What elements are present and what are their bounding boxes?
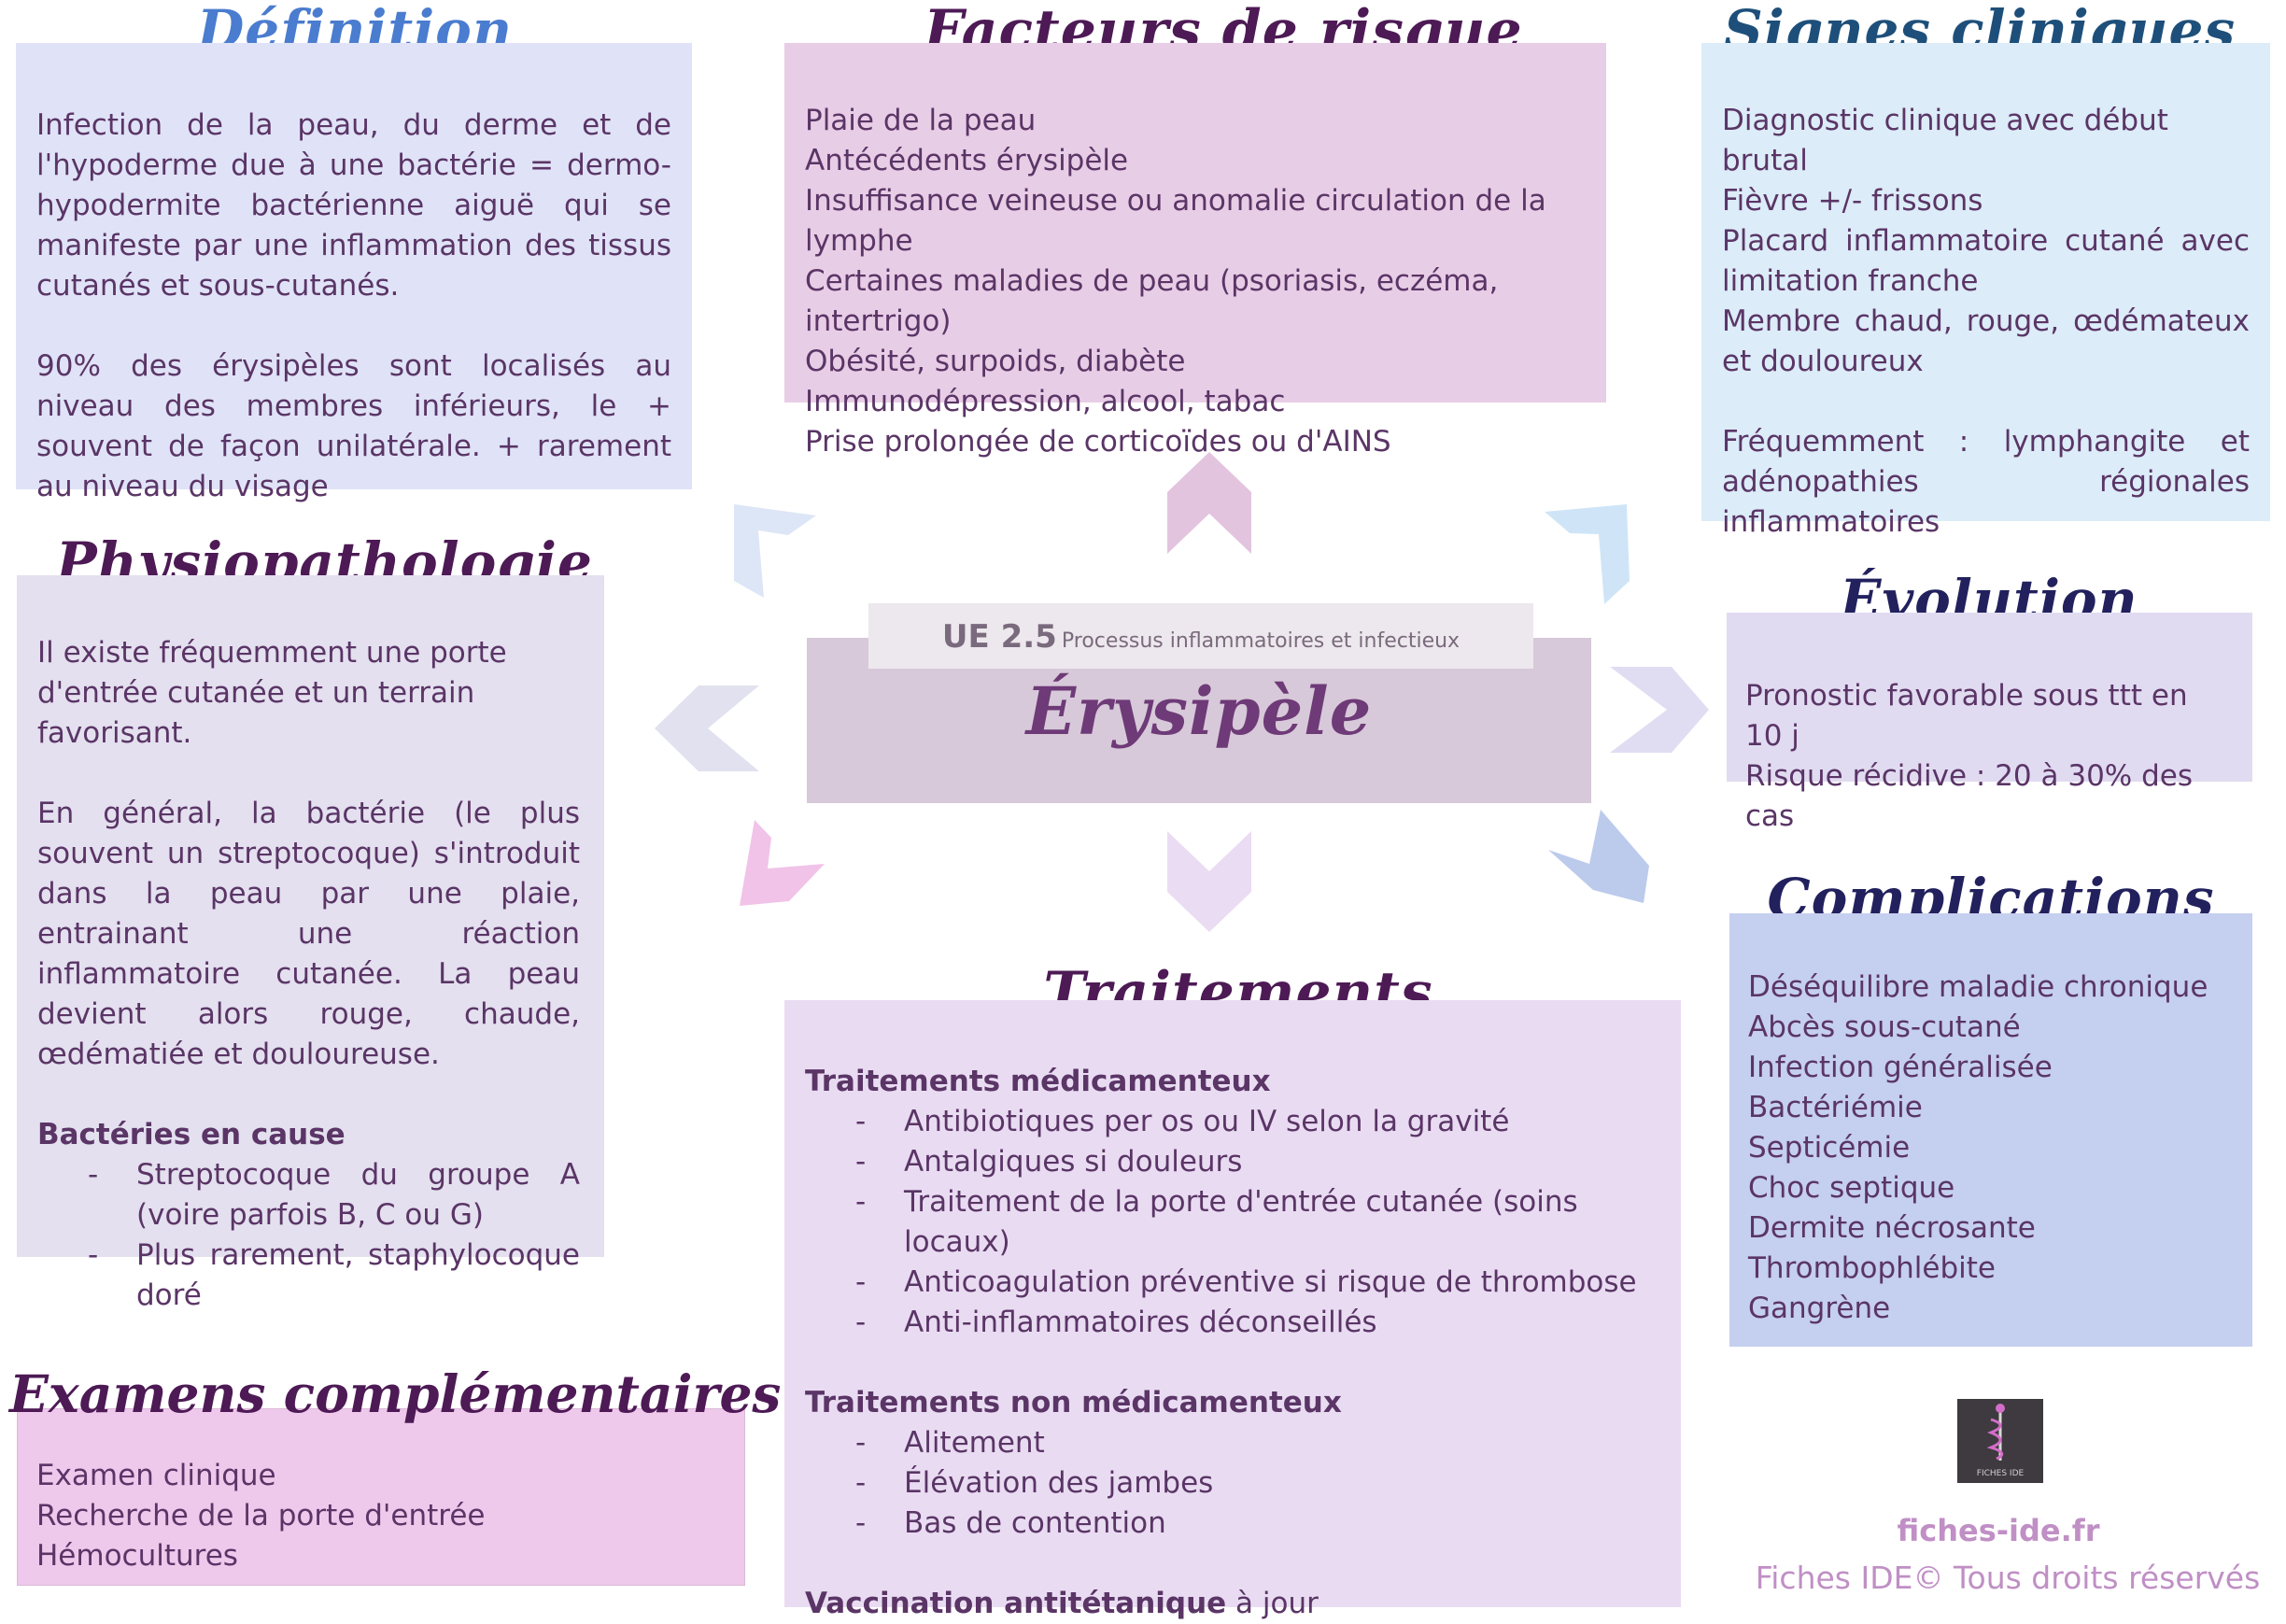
facteur-item: Certaines maladies de peau (psoriasis, e… <box>805 264 1499 338</box>
facteur-item: Prise prolongée de corticoïdes ou d'AINS <box>805 425 1391 459</box>
physio-paragraph-2: En général, la bactérie (le plus souvent… <box>37 797 580 1071</box>
list-item: Élévation des jambes <box>805 1463 1660 1504</box>
traitements-med-heading: Traitements médicamenteux <box>805 1065 1271 1098</box>
list-item: Plus rarement, staphylocoque doré <box>37 1236 580 1316</box>
facteurs-box: Plaie de la peau Antécédents érysipèle I… <box>784 43 1606 459</box>
evolution-item: Risque récidive : 20 à 30% des cas <box>1745 759 2194 833</box>
list-item: Anticoagulation préventive si risque de … <box>805 1263 1660 1303</box>
list-item: Antalgiques si douleurs <box>805 1142 1660 1182</box>
vaccination-line: Vaccination antitétanique à jour <box>805 1584 1660 1624</box>
list-item: Antibiotiques per os ou IV selon la grav… <box>805 1102 1660 1142</box>
complication-item: Gangrène <box>1748 1292 1891 1325</box>
traitements-med-list: Antibiotiques per os ou IV selon la grav… <box>805 1102 1660 1343</box>
vaccination-bold: Vaccination antitétanique <box>805 1587 1227 1620</box>
complication-item: Septicémie <box>1748 1131 1911 1165</box>
traitements-nonmed-list: Alitement Élévation des jambes Bas de co… <box>805 1423 1660 1544</box>
vaccination-rest: à jour <box>1226 1587 1319 1620</box>
examens-title: Examens complémentaires <box>9 1363 782 1424</box>
complication-item: Infection généralisée <box>1748 1051 2053 1084</box>
arrow-up-icon <box>1167 452 1251 554</box>
evolution-item: Pronostic favorable sous ttt en 10 j <box>1745 679 2188 753</box>
signe-line: Diagnostic clinique avec début brutal <box>1722 104 2168 177</box>
complication-item: Dermite nécrosante <box>1748 1211 2036 1245</box>
arrow-down-right-icon <box>1548 810 1649 903</box>
list-item: Streptocoque du groupe A (voire parfois … <box>37 1155 580 1236</box>
list-item: Bas de contention <box>805 1504 1660 1544</box>
list-item: Alitement <box>805 1423 1660 1463</box>
facteur-item: Insuffisance veineuse ou anomalie circul… <box>805 184 1546 258</box>
signe-line: Membre chaud, rouge, œdémateux et doulou… <box>1722 304 2250 378</box>
center-title: Érysipèle <box>1025 672 1373 750</box>
complication-item: Abcès sous-cutané <box>1748 1010 2021 1044</box>
arrow-right-icon <box>1610 667 1709 753</box>
arrow-down-left-icon <box>740 820 825 906</box>
caduceus-icon <box>1986 1404 2005 1461</box>
examen-item: Recherche de la porte d'entrée <box>36 1499 486 1532</box>
examen-item: Examen clinique <box>36 1459 276 1492</box>
facteur-item: Plaie de la peau <box>805 104 1037 137</box>
bacteries-list: Streptocoque du groupe A (voire parfois … <box>37 1155 580 1316</box>
facteur-item: Obésité, surpoids, diabète <box>805 345 1186 378</box>
complication-item: Déséquilibre maladie chronique <box>1748 970 2208 1004</box>
bacteries-heading: Bactéries en cause <box>37 1118 346 1151</box>
complication-item: Thrombophlébite <box>1748 1251 1996 1285</box>
list-item: Traitement de la porte d'entrée cutanée … <box>805 1182 1660 1263</box>
facteur-item: Antécédents érysipèle <box>805 144 1129 177</box>
arrow-left-icon <box>655 685 759 771</box>
list-item: Anti-inflammatoires déconseillés <box>805 1303 1660 1343</box>
signe-line: Fréquemment : lymphangite et adénopathie… <box>1722 425 2250 539</box>
ue-banner: UE 2.5 Processus inflammatoires et infec… <box>868 603 1533 669</box>
fiches-ide-logo: FICHES IDE <box>1957 1399 2043 1483</box>
footer-site: fiches-ide.fr <box>1897 1513 2100 1548</box>
footer-copyright: Fiches IDE© Tous droits réservés <box>1755 1560 2261 1596</box>
arrow-up-left-icon <box>734 504 816 598</box>
definition-paragraph-1: Infection de la peau, du derme et de l'h… <box>36 108 671 303</box>
arrow-down-icon <box>1167 831 1251 932</box>
ue-label: Processus inflammatoires et infectieux <box>1061 629 1460 653</box>
complications-box: Déséquilibre maladie chronique Abcès sou… <box>1729 913 2252 1347</box>
definition-box: Infection de la peau, du derme et de l'h… <box>16 43 692 503</box>
facteur-item: Immunodépression, alcool, tabac <box>805 385 1286 418</box>
examens-box: Examen clinique Recherche de la porte d'… <box>17 1408 745 1586</box>
arrow-up-right-icon <box>1545 504 1630 604</box>
signe-line: Placard inflammatoire cutané avec limita… <box>1722 224 2250 298</box>
ue-code: UE 2.5 <box>941 618 1057 656</box>
traitements-box: Traitements médicamenteux Antibiotiques … <box>784 1000 1681 1620</box>
logo-text: FICHES IDE <box>1976 1469 2025 1478</box>
examen-item: Hémocultures <box>36 1539 238 1573</box>
complication-item: Choc septique <box>1748 1171 1955 1205</box>
complication-item: Bactériémie <box>1748 1091 1923 1124</box>
definition-paragraph-2: 90% des érysipèles sont localisés au niv… <box>36 349 671 503</box>
physio-paragraph-1: Il existe fréquemment une porte d'entrée… <box>37 636 507 750</box>
evolution-box: Pronostic favorable sous ttt en 10 j Ris… <box>1727 613 2252 833</box>
physio-box: Il existe fréquemment une porte d'entrée… <box>17 575 604 1312</box>
signes-box: Diagnostic clinique avec début brutal Fi… <box>1701 43 2270 539</box>
signe-line: Fièvre +/- frissons <box>1722 184 1983 218</box>
traitements-nonmed-heading: Traitements non médicamenteux <box>805 1386 1342 1419</box>
